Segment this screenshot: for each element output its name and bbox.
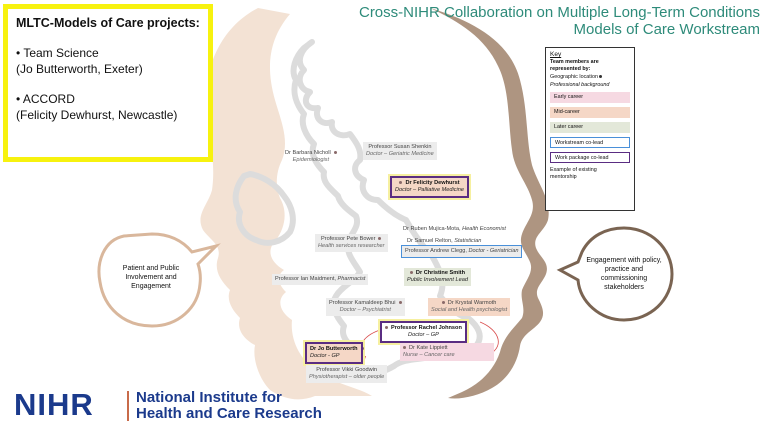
logo-text-line-2: Health and Care Research xyxy=(136,405,322,422)
member-card: Professor Andrew Clegg, Doctor - Geriatr… xyxy=(400,245,523,258)
member-name: Dr Krystal Warmoth xyxy=(447,300,497,306)
key-later-career: Later career xyxy=(550,122,630,133)
project-name: • Team Science xyxy=(16,46,99,60)
member-name: Professor Kamaldeep Bhui xyxy=(329,300,396,306)
location-dot-icon xyxy=(333,151,337,155)
member-name: Dr Kate Lippiett xyxy=(409,345,448,351)
member-role: Doctor – Palliative Medicine xyxy=(395,187,465,193)
key-early-career: Early career xyxy=(550,92,630,103)
member-name: Dr Jo Butterworth xyxy=(310,346,358,352)
location-dot-icon xyxy=(599,75,603,79)
project-detail: (Felicity Dewhurst, Newcastle) xyxy=(16,108,178,122)
member-name: Professor Susan Shenkin xyxy=(368,144,432,150)
key-workstream-co-lead: Workstream co-lead xyxy=(550,137,630,148)
member-role: Health services researcher xyxy=(318,243,385,249)
member-name: Professor Pete Bower xyxy=(321,236,376,242)
member-card: Dr Krystal Warmoth Social and Health psy… xyxy=(428,298,511,316)
location-dot-icon xyxy=(398,301,402,305)
left-head-silhouette xyxy=(200,8,372,400)
member-role: Doctor - Geriatrician xyxy=(468,248,519,254)
member-role: Physiotherapist – older people xyxy=(309,374,385,380)
page-title: Cross-NIHR Collaboration on Multiple Lon… xyxy=(330,4,760,38)
member-role: Statistician xyxy=(454,238,482,244)
project-item: • ACCORD (Felicity Dewhurst, Newcastle) xyxy=(16,91,200,123)
member-name: Professor Vikki Goodwin xyxy=(316,367,378,373)
member-card: Dr Jo Butterworth Doctor - GP xyxy=(305,342,364,364)
title-line-2: Models of Care Workstream xyxy=(573,21,760,38)
key-legend: Key Team members are represented by: Geo… xyxy=(545,47,635,211)
member-card: Professor Kamaldeep Bhui Doctor – Psychi… xyxy=(326,298,405,316)
title-line-1: Cross-NIHR Collaboration on Multiple Lon… xyxy=(358,4,760,21)
location-dot-icon xyxy=(378,237,382,241)
member-name: Dr Felicity Dewhurst xyxy=(405,180,460,186)
member-card: Professor Vikki Goodwin Physiotherapist … xyxy=(306,365,388,383)
project-item: • Team Science (Jo Butterworth, Exeter) xyxy=(16,45,200,77)
member-card: Dr Christine Smith Public Involvement Le… xyxy=(404,268,471,286)
key-title: Key xyxy=(550,51,562,58)
member-card: Professor Ian Maidment, Pharmacist xyxy=(272,274,369,285)
ireland-map-outline xyxy=(232,171,296,246)
location-dot-icon xyxy=(399,181,403,185)
member-card: Professor Rachel Johnson Doctor – GP xyxy=(380,321,467,343)
member-role: Nurse – Cancer care xyxy=(403,352,455,358)
member-card: Dr Barbara Nicholl Epidemiologist xyxy=(282,148,340,166)
key-line: Geographic location xyxy=(550,74,630,81)
key-line: Team members are represented by: xyxy=(550,59,599,72)
member-name: Dr Barbara Nicholl xyxy=(285,150,331,156)
key-line: Professional background xyxy=(550,82,610,88)
member-role: Public Involvement Lead xyxy=(407,277,468,283)
member-role: Epidemiologist xyxy=(292,157,330,163)
key-mid-career: Mid-career xyxy=(550,107,630,118)
right-head-silhouette xyxy=(430,8,549,399)
member-role: Doctor - GP xyxy=(310,353,340,359)
member-name: Professor Andrew Clegg, xyxy=(405,248,467,254)
logo-divider xyxy=(127,391,129,421)
member-role: Doctor – GP xyxy=(408,332,439,338)
member-card: Professor Susan Shenkin Doctor – Geriatr… xyxy=(363,142,437,160)
member-role: Pharmacist xyxy=(337,276,366,282)
member-name: Dr Samuel Relton, xyxy=(407,238,453,244)
member-name: Dr Christine Smith xyxy=(415,270,466,276)
member-card: Dr Samuel Relton, Statistician xyxy=(404,236,484,247)
member-name: Professor Ian Maidment, xyxy=(275,276,336,282)
left-bubble-shape xyxy=(97,232,221,328)
location-dot-icon xyxy=(360,347,364,351)
logo-text: National Institute for Health and Care R… xyxy=(136,390,322,422)
project-detail: (Jo Butterworth, Exeter) xyxy=(16,62,143,76)
location-dot-icon xyxy=(409,271,413,275)
member-name: Professor Rachel Johnson xyxy=(391,325,462,331)
right-bubble-shape xyxy=(556,226,674,322)
nihr-wordmark: NIHR xyxy=(14,387,94,422)
location-dot-icon xyxy=(385,326,388,330)
member-card: Dr Ruben Mujica-Mota, Health Economist xyxy=(400,224,509,235)
project-name: • ACCORD xyxy=(16,92,75,106)
projects-box: MLTC-Models of Care projects: • Team Sci… xyxy=(3,4,213,162)
key-mentorship: Example of existing mentorship xyxy=(550,167,597,180)
right-bubble-text: Engagement with policy, practice and com… xyxy=(586,257,662,291)
member-role: Doctor – Geriatric Medicine xyxy=(366,151,434,157)
logo-text-line-1: National Institute for xyxy=(136,389,282,406)
member-role: Health Economist xyxy=(462,226,506,232)
member-role: Social and Health psychologist xyxy=(431,307,508,313)
left-bubble-text: Patient and Public Involvement and Engag… xyxy=(122,265,180,290)
location-dot-icon xyxy=(403,346,406,350)
member-name: Dr Ruben Mujica-Mota, xyxy=(403,226,461,232)
member-card: Dr Felicity Dewhurst Doctor – Palliative… xyxy=(389,176,470,198)
member-card: Dr Kate Lippiett Nurse – Cancer care xyxy=(400,343,494,361)
key-work-package-co-lead: Work package co-lead xyxy=(550,152,630,163)
projects-heading: MLTC-Models of Care projects: xyxy=(16,16,200,30)
member-card: Professor Pete Bower Health services res… xyxy=(315,234,388,252)
member-role: Doctor – Psychiatrist xyxy=(339,307,391,313)
location-dot-icon xyxy=(441,301,445,305)
